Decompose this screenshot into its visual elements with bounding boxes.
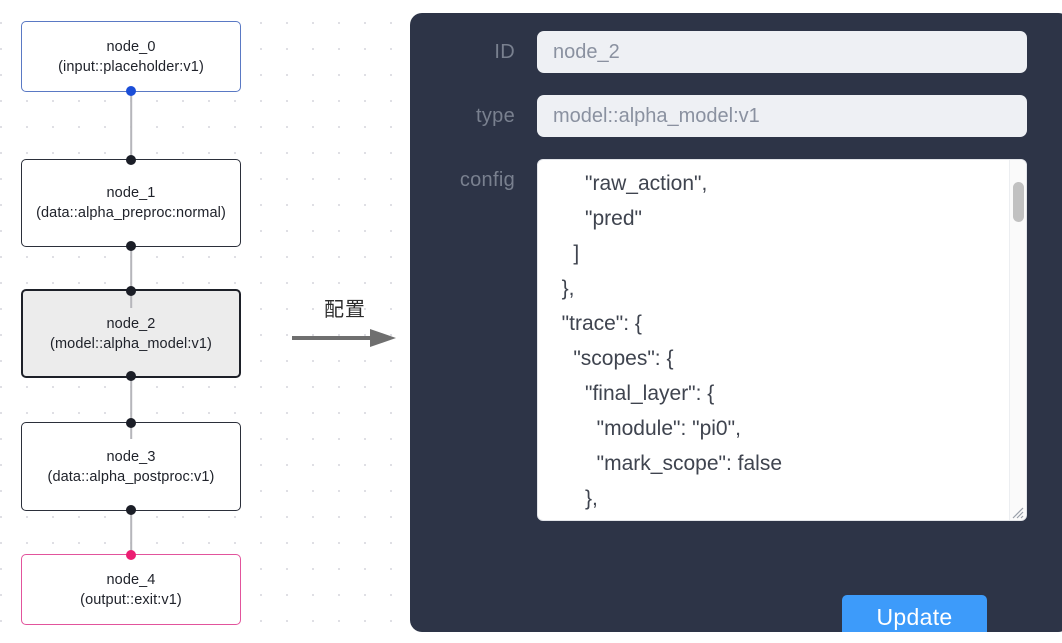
type-input[interactable] [537, 95, 1027, 137]
graph-node-node_1[interactable]: node_1(data::alpha_preproc:normal) [21, 155, 241, 251]
edge-node3-node4 [130, 511, 132, 555]
graph-node-label: node_0(input::placeholder:v1) [58, 38, 204, 75]
node-handle-target[interactable] [126, 286, 136, 296]
type-field-label: type [475, 104, 515, 127]
config-textarea-scrollbar-thumb[interactable] [1013, 182, 1024, 222]
node-handle-target[interactable] [126, 418, 136, 428]
node-handle-source[interactable] [126, 505, 136, 515]
node-config-panel: ID type config "raw_action", "pred" ] },… [410, 13, 1062, 632]
config-textarea[interactable]: "raw_action", "pred" ] }, "trace": { "sc… [561, 172, 782, 510]
field-row-type: type [410, 95, 1062, 137]
edge-node2-node3 [130, 377, 132, 439]
node-handle-target[interactable] [126, 550, 136, 560]
edge-node0-node1 [130, 92, 132, 160]
graph-node-node_0[interactable]: node_0(input::placeholder:v1) [21, 21, 241, 96]
node-handle-source[interactable] [126, 86, 136, 96]
field-row-config: config "raw_action", "pred" ] }, "trace"… [410, 159, 1062, 521]
node-handle-target[interactable] [126, 155, 136, 165]
node-handle-source[interactable] [126, 241, 136, 251]
id-field-label: ID [494, 40, 515, 63]
field-row-id: ID [410, 31, 1062, 73]
arrow-right-icon [292, 329, 396, 347]
config-field-label: config [459, 169, 515, 191]
graph-node-label: node_1(data::alpha_preproc:normal) [36, 185, 226, 221]
graph-node-node_4[interactable]: node_4(output::exit:v1) [21, 550, 241, 625]
id-input[interactable] [537, 31, 1027, 73]
node-handle-source[interactable] [126, 371, 136, 381]
config-textarea-scrollbar[interactable] [1009, 160, 1026, 520]
update-button[interactable]: Update [842, 595, 987, 632]
graph-node-label: node_2(model::alpha_model:v1) [50, 315, 212, 352]
resize-handle-icon[interactable] [1010, 505, 1024, 519]
annotation-configure: 配置 [290, 298, 400, 360]
graph-node-label: node_3(data::alpha_postproc:v1) [47, 448, 215, 485]
config-textarea-wrap[interactable]: "raw_action", "pred" ] }, "trace": { "sc… [537, 159, 1027, 521]
graph-node-label: node_4(output::exit:v1) [80, 571, 182, 608]
annotation-label: 配置 [324, 299, 366, 321]
edge-node1-node2 [130, 246, 132, 308]
